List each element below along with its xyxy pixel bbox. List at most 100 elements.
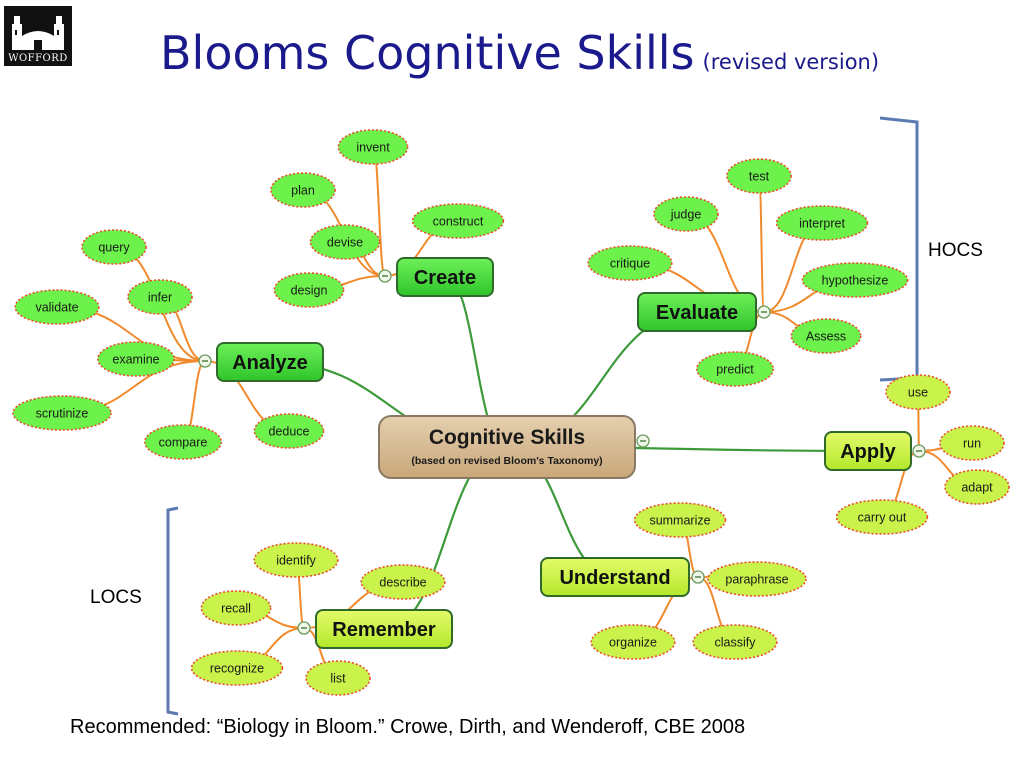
category-analyze[interactable]: Analyze (216, 342, 324, 382)
leaf-construct[interactable]: construct (411, 203, 505, 239)
leaf-critique[interactable]: critique (587, 245, 673, 281)
leaf-paraphrase[interactable]: paraphrase (707, 561, 807, 597)
leaf-label: test (749, 170, 770, 184)
category-remember[interactable]: Remember (315, 609, 453, 649)
title-subtitle: (revised version) (702, 50, 880, 74)
leaf-label: design (291, 284, 328, 298)
leaf-label: query (98, 241, 130, 255)
leaf-label: list (330, 672, 346, 686)
category-evaluate[interactable]: Evaluate (637, 292, 757, 332)
leaf-organize[interactable]: organize (590, 624, 676, 660)
collapse-toggle-evaluate[interactable] (757, 305, 771, 319)
leaf-design[interactable]: design (273, 272, 345, 308)
leaf-use[interactable]: use (885, 374, 951, 410)
college-building-icon (12, 16, 64, 50)
logo-text: WOFFORD (8, 53, 68, 64)
leaf-judge[interactable]: judge (653, 196, 719, 232)
leaf-scrutinize[interactable]: scrutinize (12, 395, 112, 431)
leaf-label: devise (327, 236, 363, 250)
leaf-label: run (963, 437, 981, 451)
collapse-toggle-apply[interactable] (912, 444, 926, 458)
leaf-label: recall (221, 602, 251, 616)
leaf-summarize[interactable]: summarize (633, 502, 727, 538)
center-node: Cognitive Skills (based on revised Bloom'… (378, 415, 636, 479)
leaf-predict[interactable]: predict (695, 351, 774, 387)
category-create[interactable]: Create (396, 257, 494, 297)
leaf-validate[interactable]: validate (14, 289, 100, 325)
locs-bracket (166, 506, 179, 716)
category-apply[interactable]: Apply (824, 431, 912, 471)
leaf-compare[interactable]: compare (144, 424, 223, 460)
leaf-label: validate (35, 301, 78, 315)
leaf-examine[interactable]: examine (97, 341, 176, 377)
leaf-deduce[interactable]: deduce (253, 413, 325, 449)
leaf-carry-out[interactable]: carry out (835, 499, 929, 535)
leaf-label: scrutinize (36, 407, 89, 421)
leaf-label: use (908, 386, 928, 400)
leaf-label: examine (112, 353, 159, 367)
leaf-label: carry out (858, 511, 907, 525)
category-label: Apply (840, 441, 896, 463)
category-label: Evaluate (656, 302, 738, 324)
collapse-toggle-understand[interactable] (691, 570, 705, 584)
category-label: Remember (332, 619, 436, 641)
leaf-label: paraphrase (725, 573, 788, 587)
leaf-recall[interactable]: recall (200, 590, 272, 626)
leaf-test[interactable]: test (726, 158, 792, 194)
leaf-infer[interactable]: infer (127, 279, 193, 315)
leaf-label: judge (670, 208, 702, 222)
category-label: Create (414, 267, 476, 289)
category-understand[interactable]: Understand (540, 557, 690, 597)
collapse-toggle-center[interactable] (636, 434, 650, 448)
center-subtitle: (based on revised Bloom's Taxonomy) (411, 455, 602, 467)
leaf-run[interactable]: run (939, 425, 1005, 461)
leaf-identify[interactable]: identify (253, 542, 339, 578)
collapse-toggle-create[interactable] (378, 269, 392, 283)
leaf-label: compare (159, 436, 208, 450)
leaf-invent[interactable]: invent (337, 129, 409, 165)
collapse-toggle-analyze[interactable] (198, 354, 212, 368)
link-create-invent (372, 146, 386, 277)
leaf-label: deduce (268, 425, 309, 439)
leaf-adapt[interactable]: adapt (944, 469, 1010, 505)
leaf-label: Assess (806, 330, 846, 344)
leaf-devise[interactable]: devise (309, 224, 381, 260)
leaf-label: summarize (649, 514, 710, 528)
leaf-query[interactable]: query (81, 229, 147, 265)
leaf-hypothesize[interactable]: hypothesize (801, 262, 909, 298)
leaf-assess[interactable]: Assess (790, 318, 862, 354)
leaf-interpret[interactable]: interpret (775, 205, 869, 241)
leaf-label: adapt (961, 481, 993, 495)
leaf-label: predict (716, 363, 754, 377)
category-label: Analyze (232, 352, 308, 374)
leaf-label: hypothesize (822, 274, 889, 288)
leaf-label: recognize (210, 662, 264, 676)
leaf-label: identify (276, 554, 316, 568)
leaf-classify[interactable]: classify (692, 624, 778, 660)
leaf-list[interactable]: list (305, 660, 371, 696)
leaf-label: plan (291, 184, 315, 198)
leaf-label: critique (610, 257, 650, 271)
category-label: Understand (559, 567, 670, 589)
leaf-recognize[interactable]: recognize (190, 650, 284, 686)
locs-label: LOCS (90, 587, 142, 608)
center-title: Cognitive Skills (429, 426, 585, 449)
title-main: Blooms Cognitive Skills (160, 26, 695, 80)
leaf-label: construct (433, 215, 484, 229)
hocs-bracket (879, 116, 919, 382)
hocs-label: HOCS (928, 240, 983, 261)
link-evaluate-test (758, 175, 765, 313)
wofford-logo: WOFFORD (4, 6, 72, 66)
leaf-label: describe (379, 576, 426, 590)
leaf-plan[interactable]: plan (270, 172, 336, 208)
citation: Recommended: “Biology in Bloom.” Crowe, … (70, 716, 746, 738)
leaf-label: classify (715, 636, 757, 650)
collapse-toggle-remember[interactable] (297, 621, 311, 635)
leaf-label: infer (148, 291, 172, 305)
leaf-label: interpret (799, 217, 845, 231)
leaf-label: invent (356, 141, 390, 155)
leaf-label: organize (609, 636, 657, 650)
page-title: Blooms Cognitive Skills (revised version) (160, 26, 879, 80)
leaf-describe[interactable]: describe (360, 564, 446, 600)
